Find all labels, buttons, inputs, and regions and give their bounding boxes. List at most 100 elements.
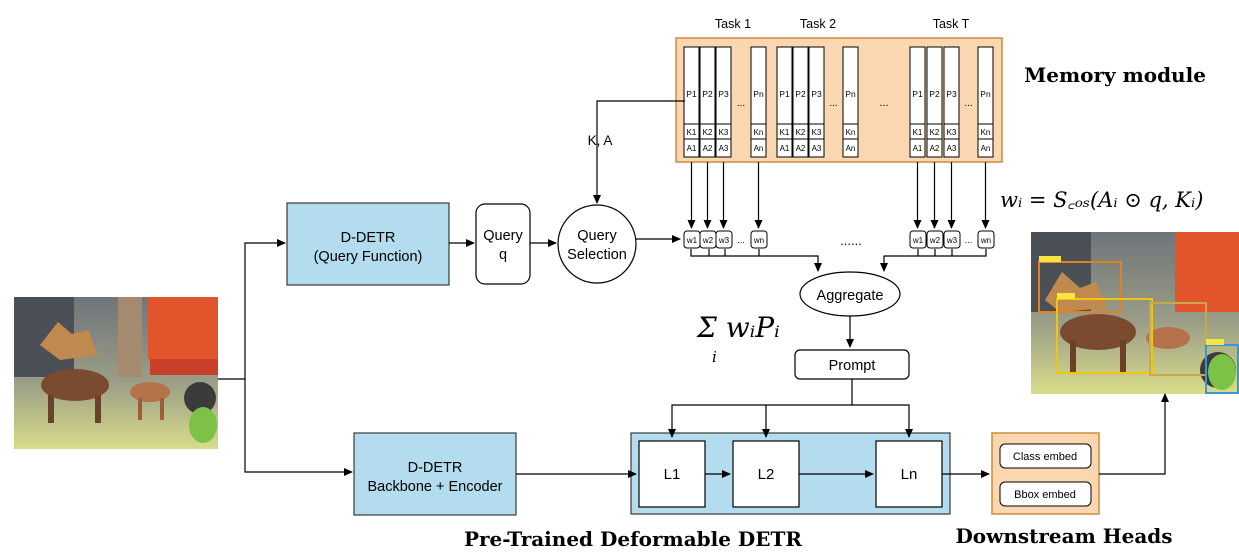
memory-column [943,46,960,158]
query-line2: q [499,247,507,263]
attention-a: A1 [687,144,697,153]
class-embed-box [999,443,1092,469]
attention-a: An [981,144,991,153]
layer-ln-label: Ln [901,466,918,483]
query-selection-line2: Selection [567,247,627,263]
weight-label: w2 [702,236,714,245]
ddetr-query-line2: (Query Function) [314,249,423,265]
attention-a: An [846,144,856,153]
key-k: K1 [687,128,697,137]
prompt-key-p: P1 [779,89,790,99]
weight-formula: wᵢ = S꜀ₒₛ(Aᵢ ⊙ q, Kᵢ) [1000,188,1203,212]
attention-a: A3 [812,144,822,153]
weight-label: wn [980,236,991,245]
weight-label: w2 [929,236,941,245]
ddetr-query-line1: D-DETR [341,230,396,246]
ka-label: K, A [588,133,613,148]
prompt-key-p: P2 [795,89,806,99]
key-k: K3 [947,128,957,137]
query-selection-node [557,204,637,284]
column-ellipsis: ... [964,98,972,109]
class-embed-label: Class embed [1013,451,1077,463]
weight-box [750,230,768,249]
memory-column [842,46,859,158]
memory-column [750,46,767,158]
aggregate-label: Aggregate [817,288,884,304]
layer-l2-label: L2 [758,466,775,483]
ddetr-backbone-line1: D-DETR [408,460,463,476]
weight-label: w1 [686,236,698,245]
weights-ellipsis: ...... [840,233,862,248]
key-k: Kn [981,128,991,137]
weight-label: wn [753,236,764,245]
attention-a: A3 [947,144,957,153]
layer-ln [875,440,943,508]
input-image [14,297,218,449]
prompt-key-p: Pn [980,89,991,99]
memory-column [776,46,793,158]
bbox-embed-box [999,481,1092,507]
memory-column [909,46,926,158]
prompt-key-p: P2 [702,89,713,99]
task-label: Task 1 [715,17,751,31]
weight-box [715,230,733,249]
attention-a: An [754,144,764,153]
memory-column [792,46,809,158]
sum-index: i [712,348,717,366]
output-image [1031,232,1239,394]
weight-ellipsis: ... [965,235,973,245]
key-k: K2 [796,128,806,137]
prompt-label: Prompt [829,358,876,374]
ddetr-backbone-line2: Backbone + Encoder [367,479,502,495]
attention-a: A2 [930,144,940,153]
bbox-embed-label: Bbox embed [1014,489,1076,501]
column-ellipsis: ... [737,98,745,109]
tasks-ellipsis: ... [879,97,888,109]
task-label: Task 2 [800,17,836,31]
memory-column [808,46,825,158]
memory-column [926,46,943,158]
prompt-key-p: P3 [718,89,729,99]
attention-a: A2 [796,144,806,153]
attention-a: A2 [703,144,713,153]
task-label: Task T [933,17,970,31]
column-ellipsis: ... [829,98,837,109]
weight-label: w3 [718,236,730,245]
weight-box [943,230,961,249]
prompt-key-p: Pn [845,89,856,99]
memory-column [683,46,700,158]
key-k: K3 [812,128,822,137]
memory-column [699,46,716,158]
attention-a: A1 [780,144,790,153]
weight-ellipsis: ... [737,235,745,245]
weight-box [977,230,995,249]
layer-l1-label: L1 [664,466,681,483]
ddetr-query-box [286,202,450,286]
weight-box [909,230,927,249]
query-line1: Query [483,228,523,244]
prompt-key-p: P3 [811,89,822,99]
key-k: K2 [930,128,940,137]
ddetr-backbone-box [353,432,517,516]
memory-module-title: Memory module [1024,63,1206,87]
detr-title: Pre-Trained Deformable DETR [464,527,802,551]
prompt-key-p: P3 [946,89,957,99]
key-k: K1 [780,128,790,137]
weight-label: w3 [946,236,958,245]
key-k: Kn [754,128,764,137]
key-k: K1 [913,128,923,137]
weight-box [926,230,944,249]
sum-formula: Σ wᵢPᵢ [696,311,780,344]
prompt-key-p: P2 [929,89,940,99]
query-selection-line1: Query [577,228,617,244]
key-k: K3 [719,128,729,137]
prompt-key-p: P1 [686,89,697,99]
memory-column [715,46,732,158]
key-k: Kn [846,128,856,137]
prompt-key-p: P1 [912,89,923,99]
heads-title: Downstream Heads [955,524,1172,548]
query-box [475,203,531,285]
